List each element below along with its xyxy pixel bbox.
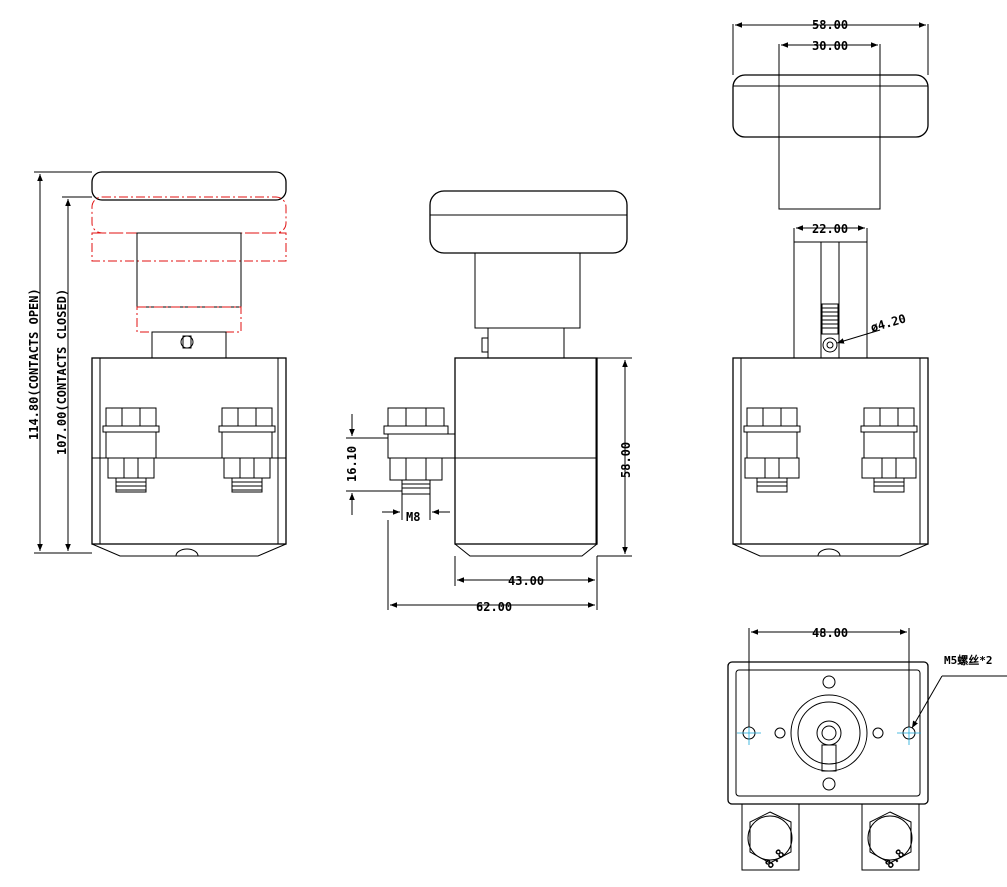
terminal-rear-right [860, 407, 918, 493]
knob-cap-rear [732, 74, 929, 138]
mount-note: M5螺丝*2 [944, 653, 993, 667]
stem-hole [822, 337, 838, 353]
right-top-view: 58.00 30.00 22.00 ø4.20 [732, 18, 929, 557]
pin-slot [182, 335, 192, 349]
stem-side [474, 252, 581, 329]
stem-thread [821, 303, 839, 335]
dim-top-inner: 30.00 [812, 39, 848, 53]
dim-hole-dia: ø4.20 [869, 311, 908, 334]
bottom-terminal-left: 8.8 [741, 803, 800, 871]
dim-mount-spacing: 48.00 [812, 626, 848, 640]
terminal-side [383, 407, 456, 495]
knob-pressed-skirt [91, 232, 287, 262]
knob-cap [91, 171, 287, 201]
knob-pressed-outline [91, 196, 287, 234]
dim-height-closed: 107.00(CONTACTS CLOSED) [55, 289, 69, 455]
svg-text:8.8: 8.8 [762, 846, 787, 871]
dim-body-width: 43.00 [508, 574, 544, 588]
housing [91, 357, 287, 545]
knob-cap-side [429, 190, 628, 254]
dim-body-height: 58.00 [619, 442, 633, 478]
housing-side [454, 357, 598, 545]
center-boss [790, 694, 868, 772]
terminal-right [218, 407, 276, 493]
dim-overall-width: 62.00 [476, 600, 512, 614]
middle-side-view: 16.10 M8 58.00 43.00 62.00 [345, 190, 633, 614]
bottom-view: 48.00 M5螺丝*2 8.8 8.8 [727, 626, 1007, 871]
terminal-left [102, 407, 160, 493]
stem-rear [778, 136, 881, 210]
left-front-view: 114.80(CONTACTS OPEN) 107.00(CONTACTS CL… [27, 171, 287, 557]
stem-upper [136, 232, 242, 308]
stem-front [793, 241, 868, 359]
dim-stem-width: 22.00 [812, 222, 848, 236]
dim-top-outer: 58.00 [812, 18, 848, 32]
housing-rear [732, 357, 929, 545]
dim-terminal-pitch: 16.10 [345, 446, 359, 482]
stem-pressed-outline [136, 306, 242, 333]
dim-height-open: 114.80(CONTACTS OPEN) [27, 288, 41, 440]
dim-thread: M8 [406, 510, 420, 524]
terminal-rear-left [743, 407, 801, 493]
svg-text:8.8: 8.8 [882, 846, 907, 871]
base-plate [727, 661, 929, 805]
bottom-terminal-right: 8.8 [861, 803, 920, 871]
